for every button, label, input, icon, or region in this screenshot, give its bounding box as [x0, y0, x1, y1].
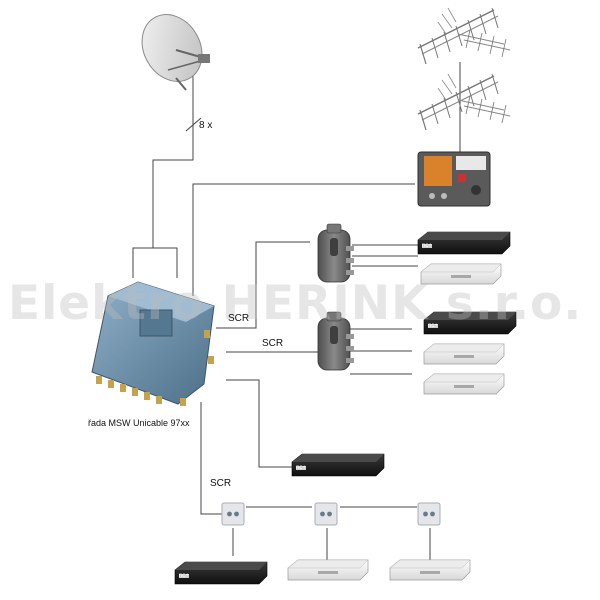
- receiver-brand-label: nc+: [422, 243, 432, 249]
- receiver-icon: [421, 264, 501, 284]
- receiver-brand-label: nc+: [179, 573, 189, 579]
- scr-label-upper: SCR: [228, 313, 249, 324]
- wall-socket-icon: [222, 503, 244, 525]
- cable-amplifier-to-multiswitch: [193, 184, 415, 296]
- splitter-icon: [318, 224, 354, 282]
- scr-label-middle: SCR: [262, 338, 283, 349]
- scr-label-lower: SCR: [210, 478, 231, 489]
- receiver-icon: [424, 374, 504, 394]
- terrestrial-antenna-icon: [418, 8, 510, 130]
- receiver-brand-label: nc+: [428, 323, 438, 329]
- receiver-icon: [390, 560, 470, 580]
- multiswitch-input-bracket: [133, 248, 177, 278]
- receiver-brand-label: nc+: [296, 465, 306, 471]
- multiswitch-caption: řada MSW Unicable 97xx: [88, 418, 190, 428]
- receiver-icon: [424, 344, 504, 364]
- cable-count-label: 8 x: [199, 120, 212, 131]
- satellite-dish-icon: [130, 4, 213, 93]
- cable-direct-receiver: [226, 380, 292, 467]
- receiver-icon: [288, 560, 368, 580]
- splitter-icon: [318, 312, 354, 370]
- amplifier-icon: [418, 152, 490, 206]
- multiswitch-icon: [92, 282, 214, 406]
- wall-socket-icon: [315, 503, 337, 525]
- cable-dish-to-multiswitch: [153, 72, 193, 248]
- wall-socket-icon: [418, 503, 440, 525]
- cable-scr-lower: [201, 402, 222, 514]
